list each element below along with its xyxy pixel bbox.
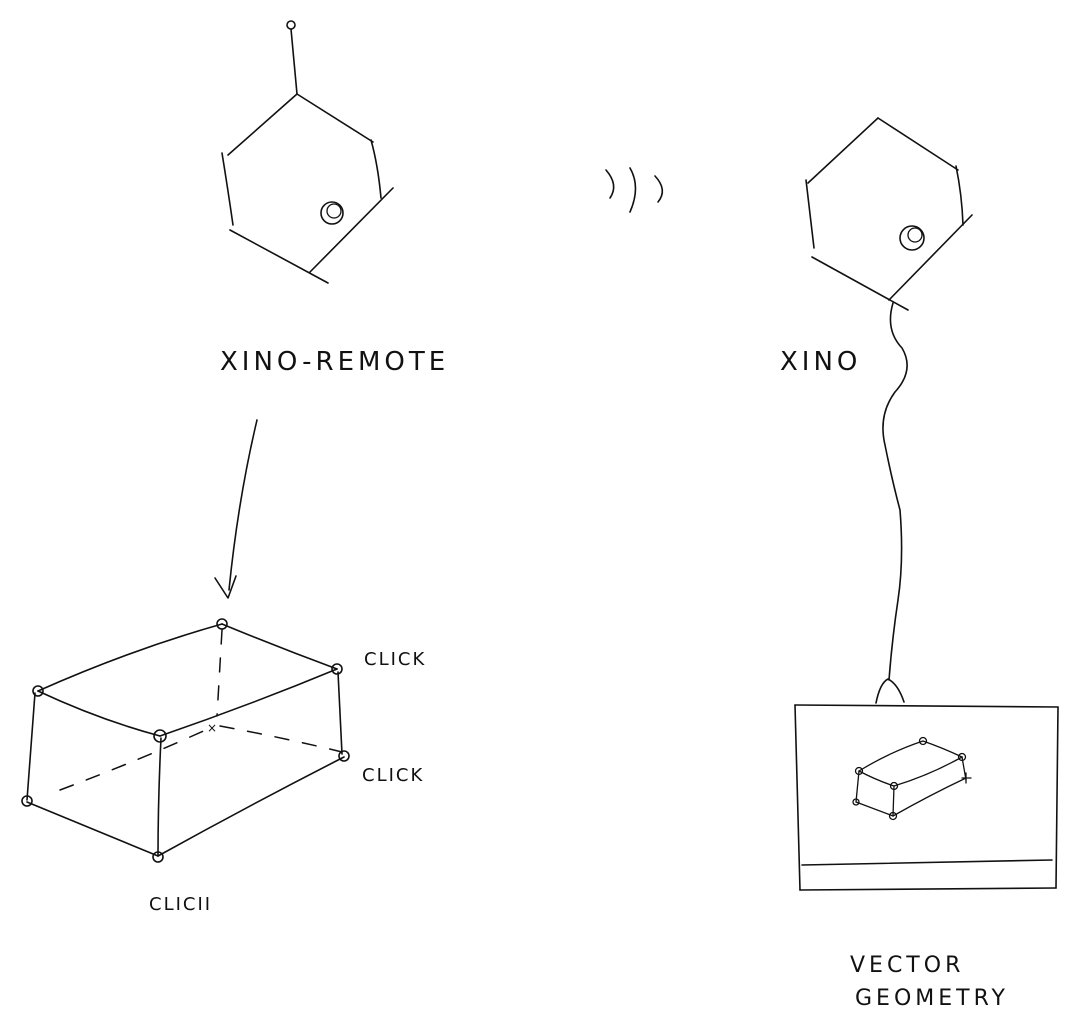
corner-dot	[216, 618, 228, 630]
arrow-down-icon	[214, 419, 258, 599]
box-edge-front	[157, 737, 162, 857]
corner-dot	[338, 750, 350, 762]
box-bottom-left	[26, 801, 159, 857]
xino-edge-bottom	[811, 256, 909, 311]
remote-edge-right	[370, 139, 382, 199]
box-edge-right	[337, 671, 343, 755]
remote-edge-bottom	[229, 229, 329, 284]
corner-dot	[21, 795, 33, 807]
box-top-back-left	[37, 623, 223, 692]
antenna-tip	[286, 20, 296, 30]
box-hidden-right	[219, 725, 343, 753]
xino-edge-top-left	[807, 117, 879, 184]
mini-corner-dot	[918, 736, 928, 746]
antenna-line	[290, 28, 298, 95]
remote-edge-top-right	[296, 93, 374, 143]
box-3d: ×	[21, 618, 350, 863]
mini-box-front	[892, 785, 895, 817]
xino-edge-bottom-right	[888, 214, 973, 301]
remote-edge-bottom-right	[309, 187, 394, 273]
xino-edge-left	[805, 179, 815, 249]
box-edge-left	[26, 692, 36, 801]
remote-button	[320, 201, 344, 225]
xino-remote-device	[221, 20, 394, 284]
screen	[794, 678, 1059, 891]
screen-left	[794, 704, 801, 891]
xino-button-inner	[907, 227, 923, 243]
box-hidden-left	[59, 727, 211, 791]
box-top-front-left	[37, 690, 161, 737]
box-top-front-right	[159, 668, 338, 737]
mini-box-bottom-right	[892, 777, 967, 817]
screen-connector	[875, 678, 905, 704]
corner-dot	[32, 685, 44, 697]
mini-box-left	[855, 770, 860, 803]
screen-right	[1055, 706, 1059, 889]
box-top-back-right	[221, 623, 338, 670]
remote-label: XINO-REMOTE	[220, 347, 449, 377]
remote-button-inner	[326, 203, 342, 219]
box-bottom-right	[157, 756, 345, 857]
mini-corner-dot	[889, 781, 899, 791]
xino-edge-right	[955, 165, 964, 226]
mini-corner-dot	[888, 811, 898, 821]
click-label-top: CLICK	[364, 649, 426, 670]
mini-corner-dot	[957, 752, 967, 762]
screen-bottom	[799, 887, 1057, 891]
corner-dot	[152, 851, 164, 863]
screen-top	[794, 704, 1059, 708]
vector-label-line1: VECTOR	[850, 953, 964, 978]
corner-dot	[331, 663, 343, 675]
mini-box-top	[857, 740, 964, 787]
xino-device	[805, 117, 973, 311]
remote-edge-top-left	[227, 93, 298, 156]
remote-edge-left	[221, 152, 234, 226]
box-hidden-vertical	[216, 629, 223, 717]
click-label-bottom: CLICII	[149, 894, 212, 915]
screen-taskbar-line	[801, 859, 1053, 866]
corner-dot	[153, 729, 167, 743]
wireless-signal-icon	[605, 167, 664, 213]
cable	[882, 302, 908, 681]
mini-corner-dot	[854, 766, 864, 776]
vector-label-line2: GEOMETRY	[855, 986, 1009, 1011]
mini-box-bottom-left	[855, 801, 894, 817]
xino-edge-top-right	[877, 117, 959, 171]
device-label: XINO	[780, 347, 861, 377]
mini-corner-dot	[852, 798, 860, 806]
mini-corner-cross	[961, 772, 972, 784]
xino-button	[899, 225, 925, 251]
click-label-right: CLICK	[362, 765, 424, 786]
box-hidden-corner-mark: ×	[207, 721, 217, 735]
